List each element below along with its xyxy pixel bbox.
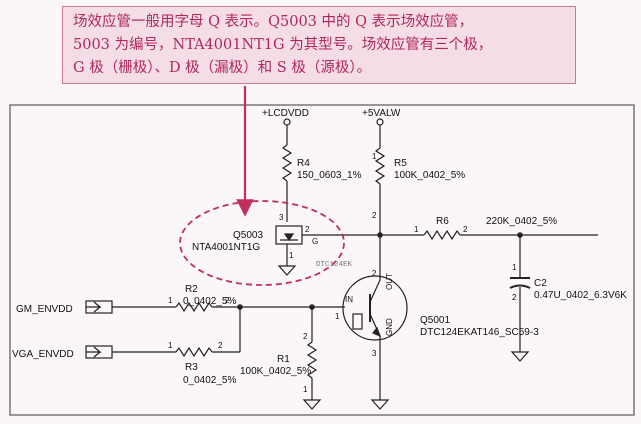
r6-ref: R6 — [436, 216, 449, 227]
c2-plate-bottom — [509, 284, 531, 289]
r1-pin-number: 1 — [303, 385, 308, 394]
q5001-ref: Q5001 — [420, 315, 450, 326]
q5001-ground — [370, 399, 390, 410]
r2-ref: R2 — [185, 284, 198, 295]
r6-pin-number: 1 — [414, 225, 419, 234]
r6-value: 220K_0402_5% — [486, 216, 557, 227]
fivevalw-label: +5VALW — [362, 108, 401, 119]
callout-line-3: G 极（栅极）、D 极（漏极）和 S 极（源极）。 — [73, 60, 372, 76]
r1-pin-number: 2 — [303, 332, 308, 341]
q5003-pin-number: 3 — [279, 213, 284, 222]
q5003-gate-label: G — [312, 237, 318, 246]
r2-value: 0_0402_5% — [183, 296, 236, 307]
q5001-input-resistor — [352, 313, 363, 330]
callout-line-2: 5003 为编号，NTA4001NT1G 为其型号。场效应管有三个极， — [73, 37, 493, 53]
callout-line-1: 场效应管一般用字母 Q 表示。Q5003 中的 Q 表示场效应管， — [73, 14, 474, 30]
r5-pin-number: 2 — [372, 211, 377, 220]
q5001-out-label: OUT — [385, 273, 394, 290]
q5001-pin-number: 3 — [372, 349, 377, 358]
lcdvdd-terminal — [283, 118, 291, 126]
r5-pin-number: 1 — [372, 152, 377, 161]
q5001-pin-number: 2 — [372, 269, 377, 278]
r4-value: 150_0603_1% — [297, 170, 362, 181]
r6-pin-number: 2 — [463, 225, 468, 234]
lcdvdd-label: +LCDVDD — [262, 108, 309, 119]
r5-value: 100K_0402_5% — [394, 170, 465, 181]
c2-value: 0.47U_0402_6.3V6K — [534, 290, 627, 301]
r1-value: 100K_0402_5% — [240, 366, 311, 377]
c2-ground — [510, 351, 530, 362]
r2-pin-number: 1 — [168, 296, 173, 305]
q5001-in-label: IN — [345, 295, 353, 304]
r3-ref: R3 — [185, 362, 198, 373]
r4-resistor — [281, 144, 293, 182]
c2-ref: C2 — [534, 278, 547, 289]
q5003-note: DTC124EK — [316, 261, 353, 269]
callout-annotation: 场效应管一般用字母 Q 表示。Q5003 中的 Q 表示场效应管， 5003 为… — [62, 6, 576, 84]
r4-ref: R4 — [297, 158, 310, 169]
r3-resistor — [175, 346, 213, 358]
r5-ref: R5 — [394, 158, 407, 169]
q5003-ref: Q5003 — [233, 230, 263, 241]
q5003-highlight — [179, 200, 345, 286]
r5-resistor — [374, 147, 386, 185]
c2-pin-number: 1 — [512, 263, 517, 272]
r2-pin-number: 2 — [225, 296, 230, 305]
r1-resistor — [306, 341, 318, 379]
gm-port-arrow — [86, 301, 102, 313]
c2-pin-number: 2 — [512, 293, 517, 302]
q5001-gnd-label: GND — [385, 318, 394, 336]
q5003-pin-number: 2 — [305, 225, 310, 234]
r6-resistor — [423, 229, 461, 241]
r1-ground — [302, 399, 322, 410]
q5001-pin-number: 1 — [335, 312, 340, 321]
r3-pin-number: 1 — [168, 341, 173, 350]
q5003-ground — [277, 265, 297, 276]
q5001-part: DTC124EKAT146_SC59-3 — [420, 327, 539, 338]
q5003-pin-number: 1 — [289, 251, 294, 260]
vga-port-label: VGA_ENVDD — [12, 349, 74, 360]
r3-value: 0_0402_5% — [183, 375, 236, 386]
r1-ref: R1 — [277, 354, 290, 365]
q5001-body — [342, 275, 408, 341]
r2-resistor — [175, 301, 213, 313]
gm-port-label: GM_ENVDD — [16, 304, 73, 315]
fivevalw-terminal — [376, 118, 384, 126]
schematic-frame — [9, 104, 635, 416]
q5003-part: NTA4001NT1G — [192, 242, 260, 253]
r3-pin-number: 2 — [218, 341, 223, 350]
